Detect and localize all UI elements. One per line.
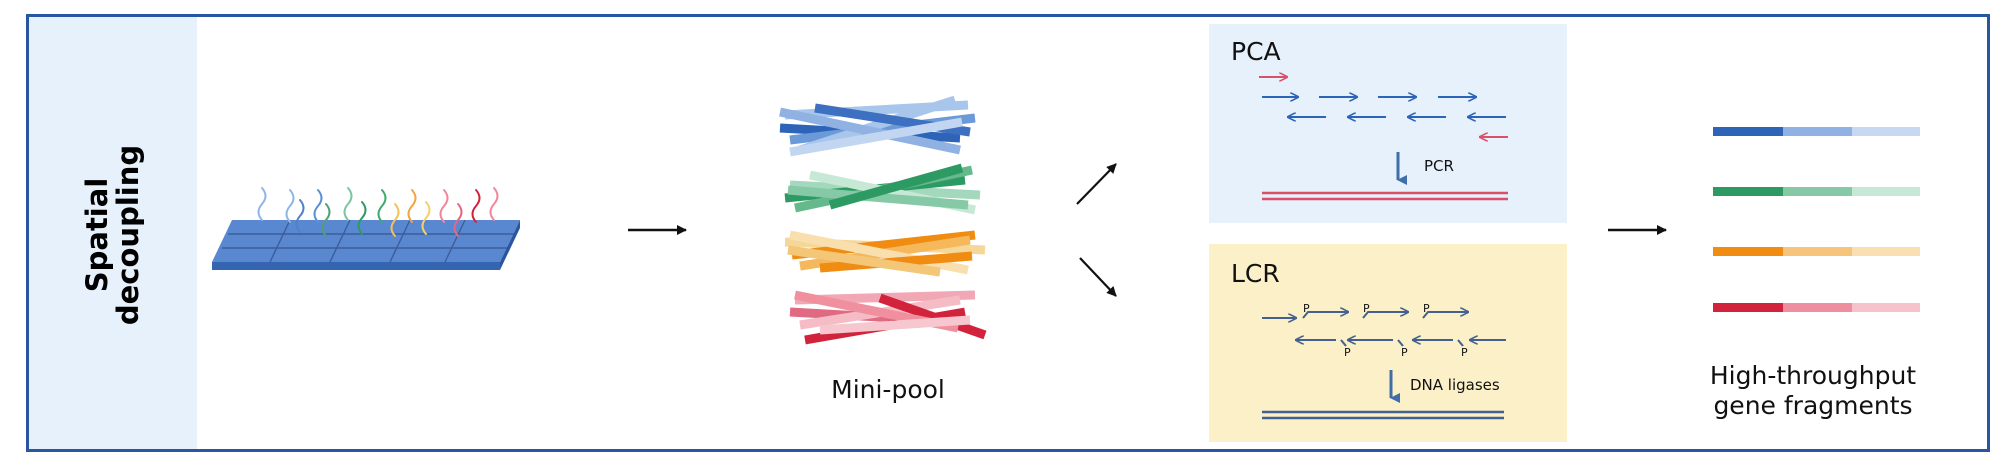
minipool-illustration	[779, 95, 987, 345]
lcr-mark-3: P	[1423, 302, 1430, 315]
fragment-orange	[1713, 247, 1920, 256]
pca-step-label: PCR	[1424, 157, 1454, 175]
arrow-to-pca	[1076, 163, 1117, 205]
gene-fragments-illustration	[1713, 127, 1920, 312]
minipool-label: Mini-pool	[831, 375, 945, 404]
oligo-chip-illustration	[212, 187, 520, 270]
lcr-step-label: DNA ligases	[1410, 376, 1500, 394]
lcr-mark-4: P	[1344, 346, 1351, 359]
lcr-mark-6: P	[1461, 346, 1468, 359]
fragment-red	[1713, 303, 1920, 312]
side-panel: Spatial decoupling	[29, 17, 197, 449]
pca-title: PCA	[1231, 37, 1281, 66]
lcr-title: LCR	[1231, 259, 1280, 288]
fragment-blue	[1713, 127, 1920, 136]
fragment-green	[1713, 187, 1920, 196]
lcr-mark-1: P	[1303, 302, 1310, 315]
output-label-line1: High-throughput	[1710, 361, 1916, 390]
output-label-line2: gene fragments	[1713, 391, 1912, 420]
lcr-panel: LCR P P P P P P DNA ligases	[1209, 244, 1567, 442]
pca-panel: PCA PCR	[1209, 24, 1567, 223]
lcr-mark-5: P	[1401, 346, 1408, 359]
arrow-to-lcr	[1079, 257, 1117, 297]
lcr-mark-2: P	[1363, 302, 1370, 315]
